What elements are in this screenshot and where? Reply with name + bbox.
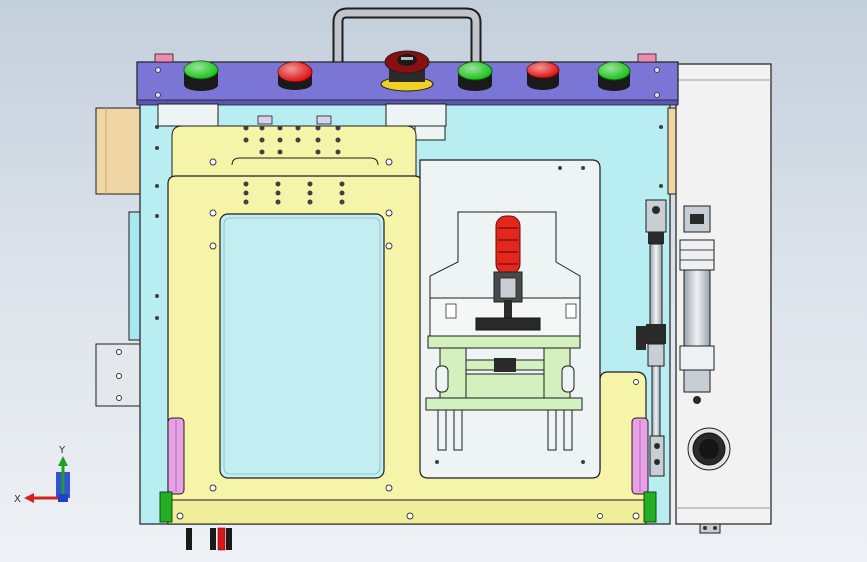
red-button-1[interactable] [277,61,313,90]
panel-hinge-brackets [157,103,447,141]
fixture-jaw [494,358,516,372]
red-button-2[interactable] [526,61,560,90]
green-button-3[interactable] [597,61,631,91]
clamp-spindle-block [475,317,541,331]
yellow-plate-window [219,213,385,479]
axes-triad: Y X [14,445,70,505]
toggle-clamp-linkage [493,271,523,324]
mount-plate-holes [116,349,122,401]
carry-handle [332,7,482,62]
emergency-stop-button[interactable] [380,50,434,92]
panel-tabs [154,53,657,63]
screw-grid-mid [243,181,345,205]
green-button-2[interactable] [457,61,493,91]
pneumatic-cylinder-left [636,199,667,477]
yellow-bottom-rail [167,499,647,525]
top-mini-tabs [257,115,332,125]
toggle-clamp-handle[interactable] [495,215,521,275]
cabinet-cable-gland [687,427,731,471]
plate-holes [176,158,640,520]
green-button-1[interactable] [183,60,219,91]
yellow-back-plate [171,125,417,179]
fixture-pins [437,409,573,451]
x-axis-label: X [14,494,21,505]
left-magenta-stop [167,417,185,495]
pneumatic-cylinder-right [679,205,715,404]
panel-screws [155,67,660,98]
bottom-cables [186,527,232,551]
screw-grid-top [243,125,341,155]
cabinet-foot-connector [699,523,721,534]
frame-screws-left [155,125,159,320]
right-magenta-stop [631,417,649,495]
fixture-rollers [435,365,575,393]
fixture-base-holes [435,166,585,464]
y-axis-label: Y [58,445,66,456]
green-corner-blocks [159,491,657,523]
left-side-bracket [95,107,147,195]
